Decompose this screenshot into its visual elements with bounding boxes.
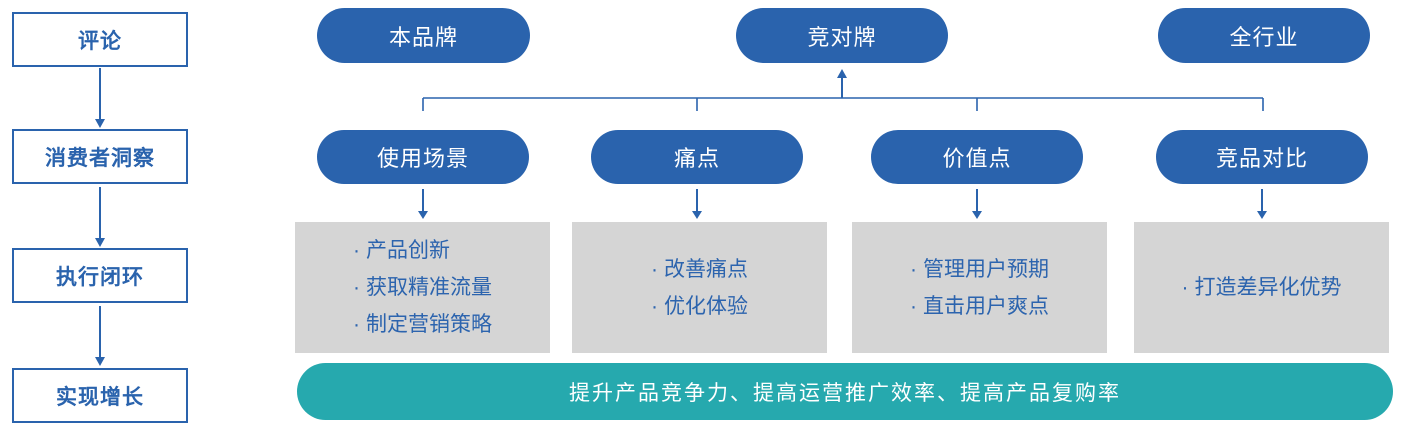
- bullet-dot: ·: [1181, 276, 1189, 299]
- action-box-pain-points: ·改善痛点 ·优化体验: [572, 222, 827, 353]
- action-bullet-item: ·改善痛点: [651, 251, 748, 288]
- action-bullet-item: ·打造差异化优势: [1182, 269, 1342, 306]
- bullet-dot: ·: [353, 313, 360, 336]
- flow-step-comments: 评论: [12, 12, 188, 67]
- pill-label: 全行业: [1229, 24, 1299, 50]
- action-bullet-item: · 获取精准流量: [353, 269, 492, 306]
- pill-label: 本品牌: [388, 24, 458, 50]
- action-bullet-text: 优化体验: [664, 294, 748, 318]
- flow-step-consumer-insight: 消费者洞察: [12, 129, 188, 184]
- down-arrow-insight-to-execution: [95, 187, 105, 247]
- down-arrow-comments-to-insight: [95, 68, 105, 128]
- pill-label: 痛点: [673, 146, 720, 171]
- outcome-banner-label: 提升产品竞争力、提高运营推广效率、提高产品复购率: [569, 381, 1121, 405]
- bracket-connector: [422, 97, 1264, 111]
- action-bullet-item: ·优化体验: [651, 288, 748, 325]
- bullet-dot: ·: [353, 239, 360, 262]
- down-arrow-execution-to-growth: [95, 306, 105, 366]
- pill-label: 竞品对比: [1215, 146, 1308, 171]
- source-pill-competitor: 竞对牌: [736, 8, 948, 63]
- action-bullet-text: 制定营销策略: [366, 313, 492, 336]
- action-bullet-list: · 产品创新 · 获取精准流量 · 制定营销策略: [353, 232, 492, 343]
- down-arrow-value-points: [972, 189, 982, 219]
- action-bullet-text: 直击用户爽点: [923, 294, 1049, 318]
- up-arrow-to-competitor-pill: [837, 69, 847, 98]
- action-box-differentiation: ·打造差异化优势: [1134, 222, 1389, 353]
- flow-step-achieve-growth: 实现增长: [12, 368, 188, 423]
- pill-label: 竞对牌: [807, 24, 877, 50]
- outcome-banner: 提升产品竞争力、提高运营推广效率、提高产品复购率: [297, 363, 1393, 420]
- down-arrow-pain-points: [692, 189, 702, 219]
- bullet-dot: ·: [651, 257, 658, 281]
- dimension-pill-pain-points: 痛点: [591, 130, 803, 184]
- pill-label: 使用场景: [376, 146, 469, 171]
- flow-step-label: 实现增长: [56, 385, 144, 409]
- bullet-dot: ·: [910, 294, 917, 318]
- action-bullet-item: · 制定营销策略: [353, 306, 492, 343]
- pill-label: 价值点: [942, 146, 1012, 171]
- dimension-pill-value-points: 价值点: [871, 130, 1083, 184]
- action-box-value-points: ·管理用户预期 ·直击用户爽点: [852, 222, 1107, 353]
- flow-step-label: 消费者洞察: [45, 146, 155, 170]
- action-bullet-item: · 产品创新: [353, 232, 492, 269]
- action-box-usage-scenario: · 产品创新 · 获取精准流量 · 制定营销策略: [295, 222, 550, 353]
- dimension-pill-usage-scenario: 使用场景: [317, 130, 529, 184]
- source-pill-whole-industry: 全行业: [1158, 8, 1370, 63]
- bullet-dot: ·: [910, 257, 917, 281]
- action-bullet-item: ·直击用户爽点: [910, 288, 1049, 325]
- action-bullet-text: 改善痛点: [664, 257, 748, 281]
- flow-step-label: 执行闭环: [56, 265, 144, 289]
- action-bullet-text: 管理用户预期: [923, 257, 1049, 281]
- flow-step-label: 评论: [78, 29, 122, 53]
- action-bullet-text: 产品创新: [366, 239, 450, 262]
- down-arrow-competitor-comparison: [1257, 189, 1267, 219]
- down-arrow-usage-scenario: [418, 189, 428, 219]
- action-bullet-list: ·改善痛点 ·优化体验: [651, 251, 748, 325]
- action-bullet-list: ·管理用户预期 ·直击用户爽点: [910, 251, 1049, 325]
- flow-step-execution-loop: 执行闭环: [12, 248, 188, 303]
- source-pill-own-brand: 本品牌: [317, 8, 530, 63]
- bullet-dot: ·: [651, 294, 658, 318]
- action-bullet-text: 获取精准流量: [366, 276, 492, 299]
- action-bullet-item: ·管理用户预期: [910, 251, 1049, 288]
- action-bullet-list: ·打造差异化优势: [1182, 269, 1342, 306]
- dimension-pill-competitor-comparison: 竞品对比: [1156, 130, 1368, 184]
- action-bullet-text: 打造差异化优势: [1194, 276, 1342, 299]
- bullet-dot: ·: [353, 276, 360, 299]
